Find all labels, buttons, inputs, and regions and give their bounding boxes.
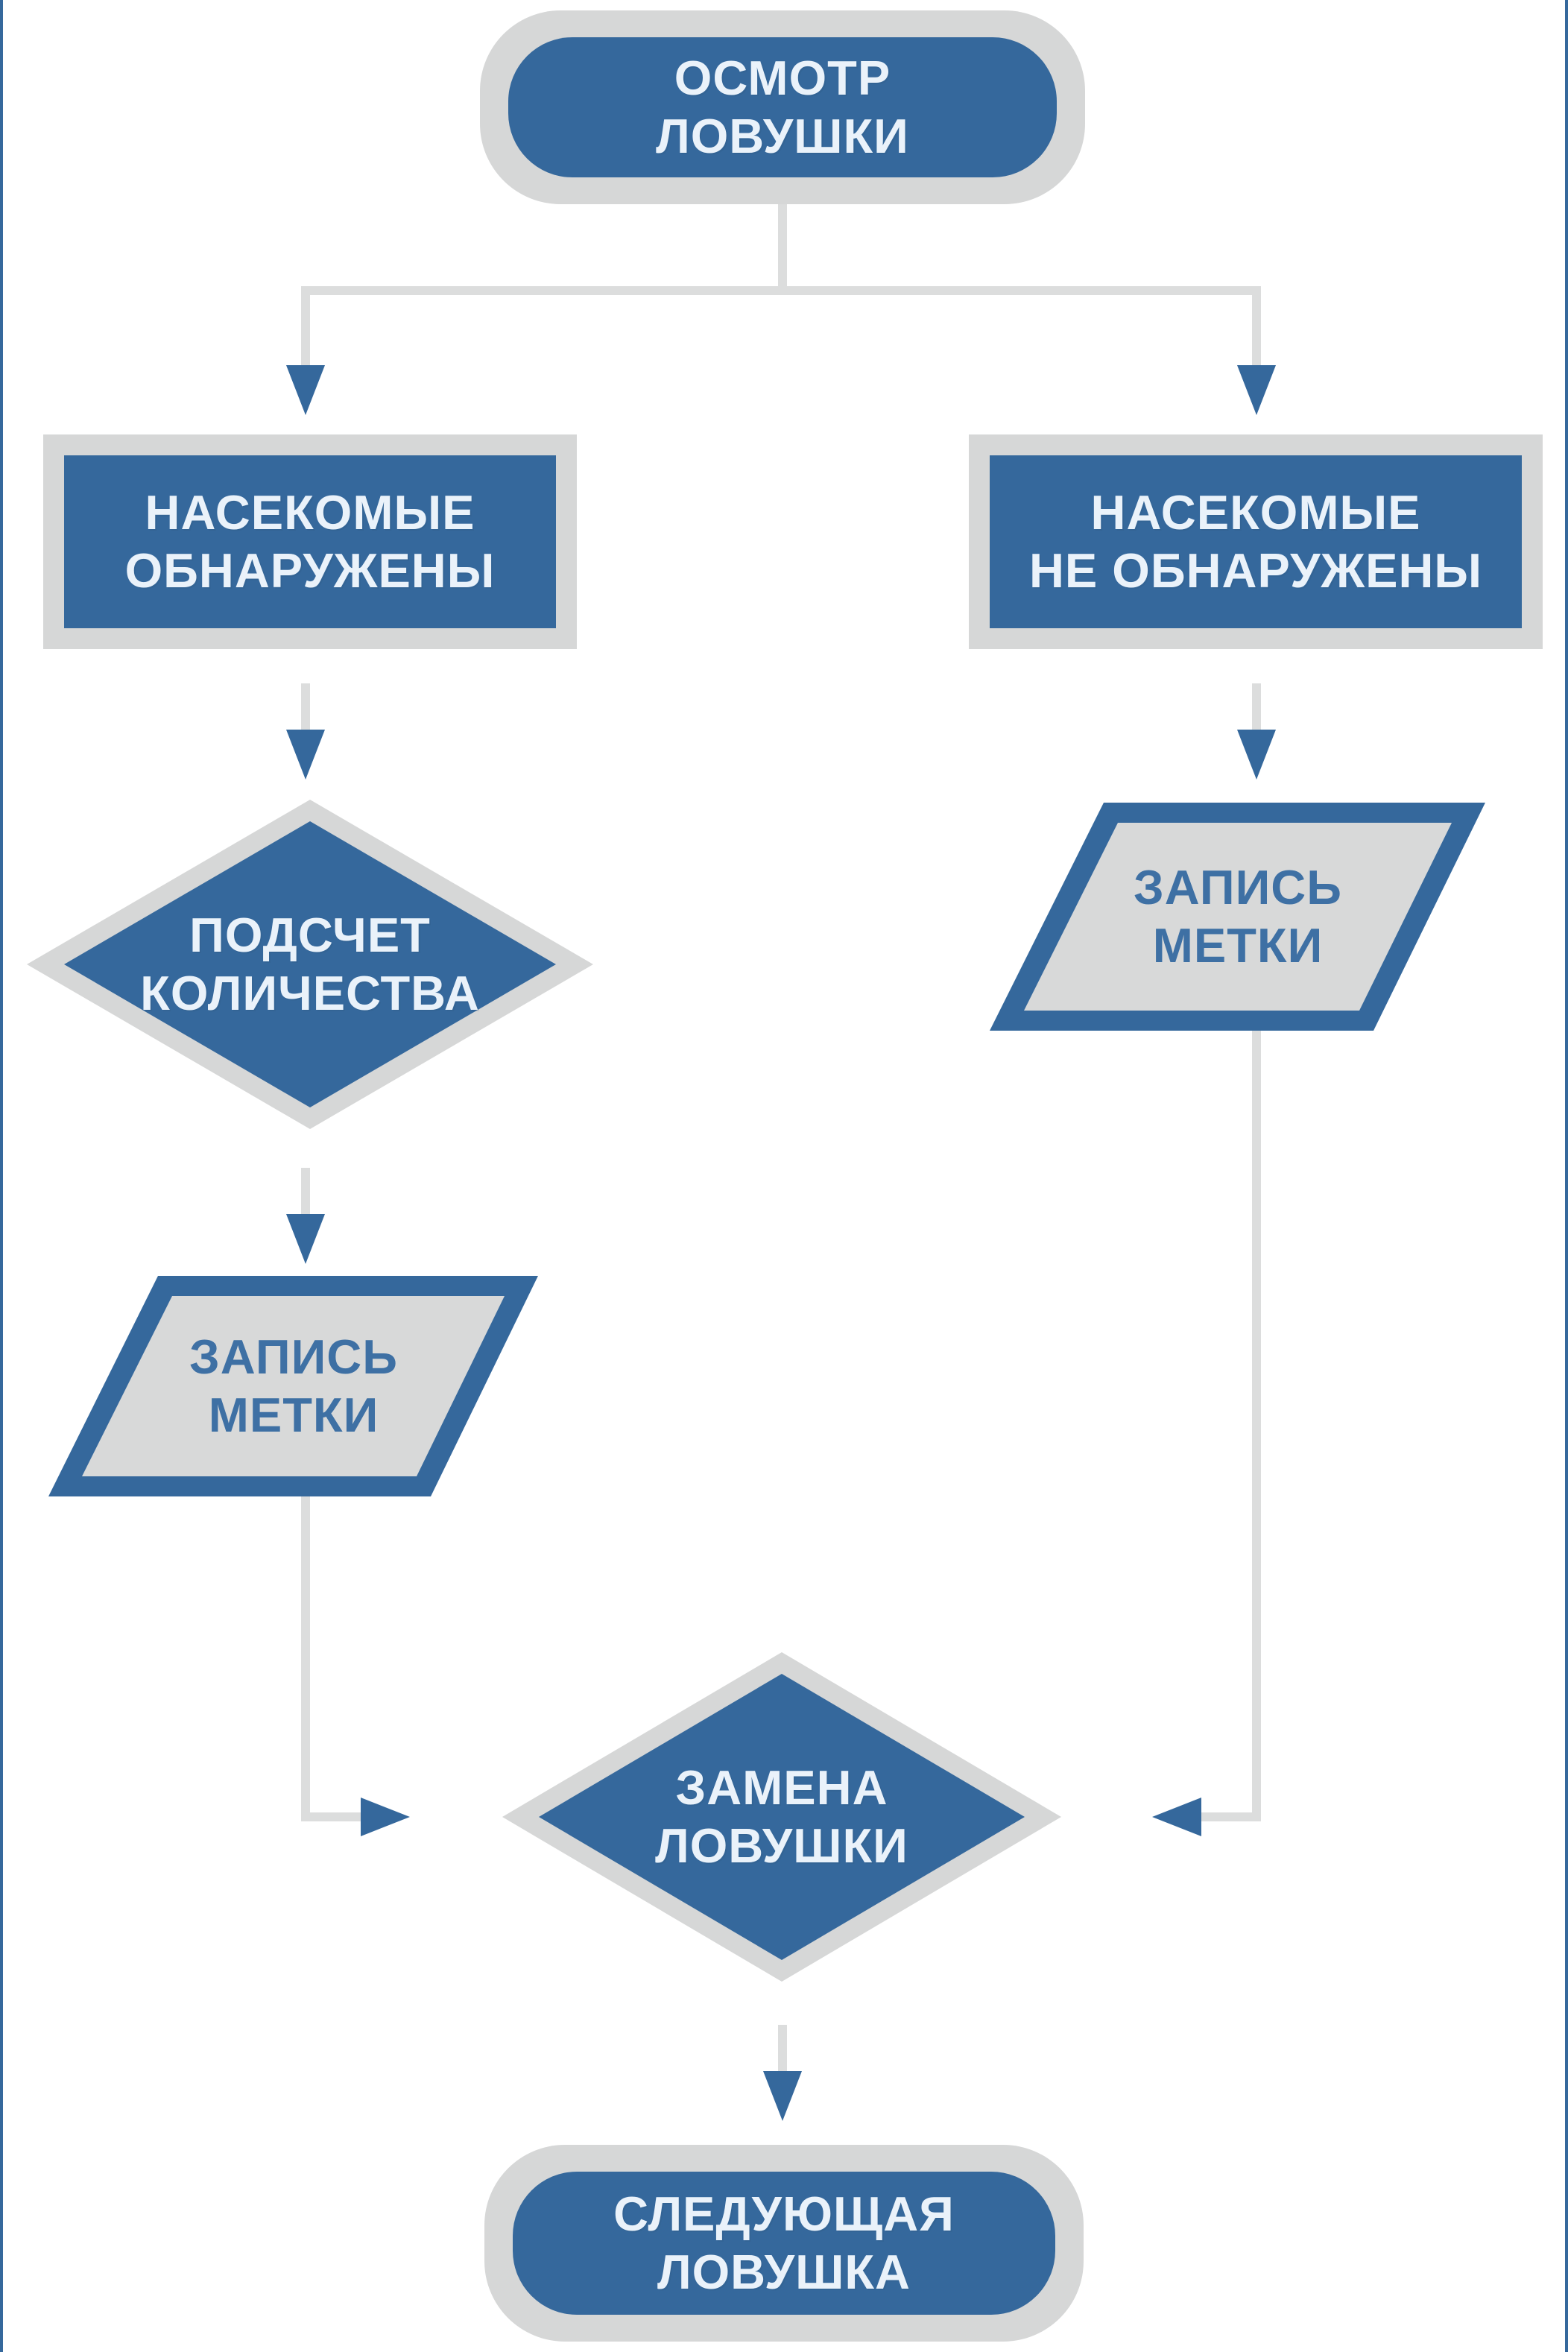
connector-branch-right-drop [1252,291,1261,367]
arrowhead-to-record-label-left [286,1214,325,1264]
connector-record-left-vertical [301,1496,310,1821]
connector-replace-to-next [778,2025,787,2073]
arrowhead-to-insects-not-found [1237,365,1276,415]
connector-record-right-horizontal [1201,1812,1261,1821]
node-replace-trap-fill [539,1674,1025,1960]
connector-notfound-to-record [1252,683,1261,731]
node-next-trap [484,2145,1084,2342]
connector-start-stem [778,204,787,291]
arrowhead-to-record-label-right [1237,730,1276,780]
node-record-label-right [990,803,1485,1031]
node-count-quantity [27,800,593,1129]
node-record-label-left [48,1276,538,1496]
node-record-label-right-fill [1024,823,1452,1011]
arrowhead-left-to-replace-trap [361,1798,410,1836]
connector-found-to-count [301,683,310,731]
arrowhead-to-next-trap [763,2071,802,2121]
node-insects-found-fill [64,455,556,628]
connector-branch-left-drop [301,291,310,367]
node-replace-trap [502,1652,1061,1982]
arrowhead-to-count-quantity [286,730,325,780]
connector-branch-bar [301,286,1261,295]
connector-record-right-vertical [1252,1031,1261,1821]
node-insects-found [43,434,577,649]
arrowhead-right-to-replace-trap [1152,1798,1201,1836]
node-start [480,10,1085,204]
page-left-edge-line [0,0,3,2352]
page-right-edge-line [1565,0,1568,2352]
arrowhead-to-insects-found [286,365,325,415]
connector-count-to-record [301,1168,310,1215]
node-insects-not-found [969,434,1543,649]
node-count-quantity-fill [64,821,556,1107]
node-start-fill [508,37,1057,177]
node-record-label-left-fill [82,1296,505,1476]
node-next-trap-fill [513,2172,1055,2315]
connector-record-left-horizontal [301,1812,361,1821]
node-insects-not-found-fill [990,455,1522,628]
